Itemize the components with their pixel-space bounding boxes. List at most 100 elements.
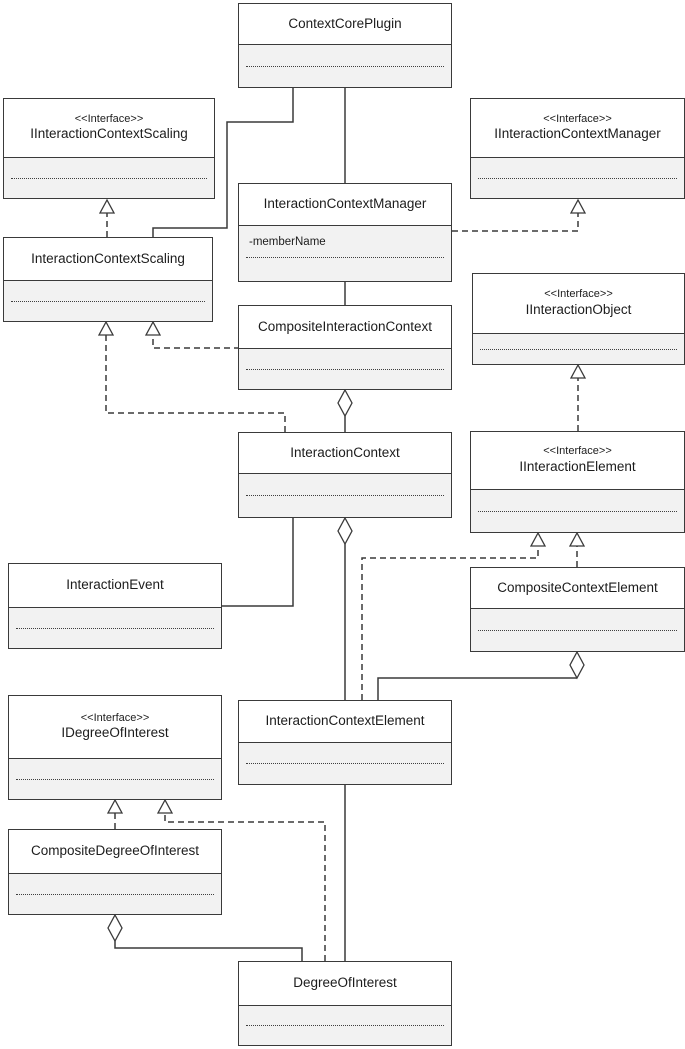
attributes-compartment: -memberName (239, 226, 451, 281)
class-title: <<Interface>>IInteractionElement (471, 432, 684, 490)
aggregation-diamond-icon (107, 913, 123, 943)
class-box-CompositeInteractionContext: CompositeInteractionContext (238, 305, 452, 390)
attributes-compartment (9, 874, 221, 914)
class-name: IInteractionContextScaling (30, 126, 188, 142)
class-box-IInteractionContextManager: <<Interface>>IInteractionContextManager (470, 98, 685, 199)
dotted-separator (246, 368, 444, 370)
attributes-compartment (471, 158, 684, 198)
class-name: CompositeInteractionContext (257, 318, 433, 334)
dotted-separator (16, 627, 214, 629)
edge-realization-CompositeInteractionContext-to-InteractionContextScaling (152, 335, 240, 349)
attribute-spacer (239, 258, 451, 281)
edge-aggregation-CompositeDegreeOfInterest-to-DegreeOfInterest (114, 941, 303, 961)
edge-association-ContextCorePlugin-to-InteractionContextScaling (152, 88, 294, 237)
attributes-compartment (4, 158, 214, 198)
attributes-compartment (4, 281, 212, 321)
class-box-IInteractionObject: <<Interface>>IInteractionObject (472, 273, 685, 365)
class-title: CompositeInteractionContext (239, 306, 451, 349)
class-box-DegreeOfInterest: DegreeOfInterest (238, 961, 452, 1046)
dotted-separator (246, 257, 444, 259)
dotted-separator (478, 629, 677, 631)
class-title: InteractionEvent (9, 564, 221, 608)
dotted-separator (11, 177, 207, 179)
attributes-compartment (239, 743, 451, 784)
aggregation-diamond-icon (337, 388, 353, 418)
class-name: IInteractionObject (525, 301, 632, 317)
dotted-separator (478, 177, 677, 179)
generalization-triangle-icon (568, 531, 586, 547)
class-title: InteractionContext (239, 433, 451, 474)
dotted-separator (246, 1025, 444, 1026)
class-title: <<Interface>>IInteractionContextScaling (4, 99, 214, 158)
class-name: IInteractionContextManager (494, 126, 661, 142)
class-name: InteractionContext (290, 444, 400, 460)
class-box-IDegreeOfInterest: <<Interface>>IDegreeOfInterest (8, 695, 222, 800)
class-name: CompositeContextElement (497, 579, 658, 595)
dotted-separator (478, 510, 677, 512)
dotted-separator (16, 893, 214, 895)
class-name: CompositeDegreeOfInterest (30, 843, 200, 859)
class-title: ContextCorePlugin (239, 4, 451, 45)
class-title: <<Interface>>IInteractionObject (473, 274, 684, 334)
class-box-InteractionEvent: InteractionEvent (8, 563, 222, 649)
class-name: ContextCorePlugin (288, 15, 402, 31)
dotted-separator (16, 778, 214, 780)
attributes-compartment (473, 334, 684, 364)
generalization-triangle-icon (144, 320, 162, 336)
attribute-rows: -memberName (239, 226, 451, 257)
class-title: InteractionContextManager (239, 184, 451, 226)
stereotype-label: <<Interface>> (543, 445, 612, 458)
attributes-compartment (239, 474, 451, 517)
class-box-IInteractionElement: <<Interface>>IInteractionElement (470, 431, 685, 533)
class-title: InteractionContextScaling (4, 238, 212, 281)
class-title: CompositeDegreeOfInterest (9, 830, 221, 874)
edge-realization-DegreeOfInterest-to-IDegreeOfInterest (164, 813, 326, 961)
class-name: IDegreeOfInterest (61, 725, 169, 741)
generalization-triangle-icon (97, 320, 115, 336)
attributes-compartment (239, 45, 451, 87)
class-box-IInteractionContextScaling: <<Interface>>IInteractionContextScaling (3, 98, 215, 199)
generalization-triangle-icon (569, 363, 587, 379)
class-title: InteractionContextElement (239, 701, 451, 743)
stereotype-label: <<Interface>> (543, 112, 612, 125)
class-name: IInteractionElement (519, 458, 636, 474)
stereotype-label: <<Interface>> (80, 711, 150, 724)
attributes-compartment (471, 609, 684, 651)
class-title: <<Interface>>IInteractionContextManager (471, 99, 684, 158)
attributes-compartment (239, 1006, 451, 1045)
class-box-InteractionContextManager: InteractionContextManager -memberName (238, 183, 452, 282)
class-title: CompositeContextElement (471, 568, 684, 609)
stereotype-label: <<Interface>> (544, 288, 613, 301)
edge-realization-InteractionContextElement-to-IInteractionElement (361, 546, 539, 700)
class-box-InteractionContextElement: InteractionContextElement (238, 700, 452, 785)
class-title: <<Interface>>IDegreeOfInterest (9, 696, 221, 759)
aggregation-diamond-icon (569, 650, 585, 680)
dotted-separator (11, 300, 205, 302)
edge-association-InteractionContext-to-InteractionEvent (222, 518, 294, 607)
dotted-separator (246, 495, 444, 496)
attributes-compartment (239, 349, 451, 389)
edge-realization-InteractionContextManager-to-IInteractionContextManager (452, 213, 579, 232)
aggregation-diamond-icon (337, 516, 353, 546)
dotted-separator (246, 65, 444, 67)
attributes-compartment (9, 759, 221, 799)
class-box-InteractionContextScaling: InteractionContextScaling (3, 237, 213, 322)
attribute-label: -memberName (249, 235, 326, 248)
class-name: InteractionContextElement (265, 713, 425, 729)
dotted-separator (480, 348, 677, 350)
generalization-triangle-icon (156, 798, 174, 814)
generalization-triangle-icon (106, 798, 124, 814)
generalization-triangle-icon (98, 198, 116, 214)
dotted-separator (246, 763, 444, 764)
class-box-CompositeDegreeOfInterest: CompositeDegreeOfInterest (8, 829, 222, 915)
attributes-compartment (471, 490, 684, 532)
edge-aggregation-CompositeContextElement-to-InteractionContextElement (377, 677, 577, 700)
class-name: InteractionEvent (66, 577, 164, 593)
generalization-triangle-icon (569, 198, 587, 214)
class-title: DegreeOfInterest (239, 962, 451, 1006)
class-name: DegreeOfInterest (293, 975, 397, 991)
attributes-compartment (9, 608, 221, 648)
class-box-InteractionContext: InteractionContext (238, 432, 452, 518)
